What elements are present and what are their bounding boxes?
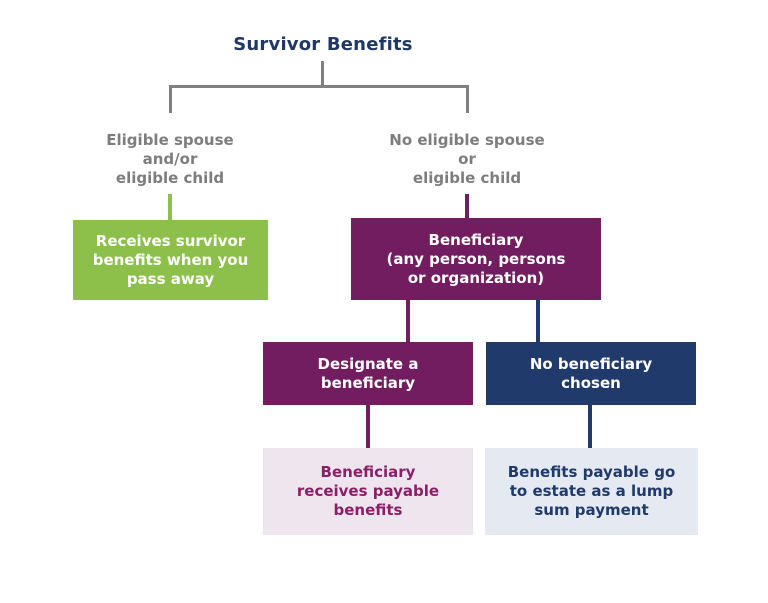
- node-receives-survivor-benefits: Receives survivor benefits when you pass…: [73, 220, 268, 300]
- node-no-beneficiary-chosen: No beneficiary chosen: [486, 342, 696, 405]
- connector-purple-stub: [465, 194, 469, 220]
- connector-green-stub: [168, 194, 172, 222]
- connector-no-beneficiary-drop: [536, 300, 540, 343]
- condition-label-no-eligible-spouse: No eligible spouse or eligible child: [389, 131, 545, 187]
- connector-designate-drop: [406, 300, 410, 343]
- node-designate-beneficiary: Designate a beneficiary: [263, 342, 473, 405]
- connector-title-stub: [321, 61, 324, 87]
- node-beneficiary-receives-benefits: Beneficiary receives payable benefits: [263, 448, 473, 535]
- condition-label-eligible-spouse: Eligible spouse and/or eligible child: [106, 131, 234, 187]
- connector-receives-drop: [366, 405, 370, 449]
- connector-branch-left-drop: [169, 85, 172, 113]
- node-benefits-to-estate: Benefits payable go to estate as a lump …: [485, 448, 698, 535]
- connector-branch-horizontal: [169, 85, 469, 88]
- connector-estate-drop: [588, 405, 592, 449]
- connector-branch-right-drop: [466, 85, 469, 113]
- flowchart-title: Survivor Benefits: [233, 34, 413, 55]
- node-beneficiary: Beneficiary (any person, persons or orga…: [351, 218, 601, 300]
